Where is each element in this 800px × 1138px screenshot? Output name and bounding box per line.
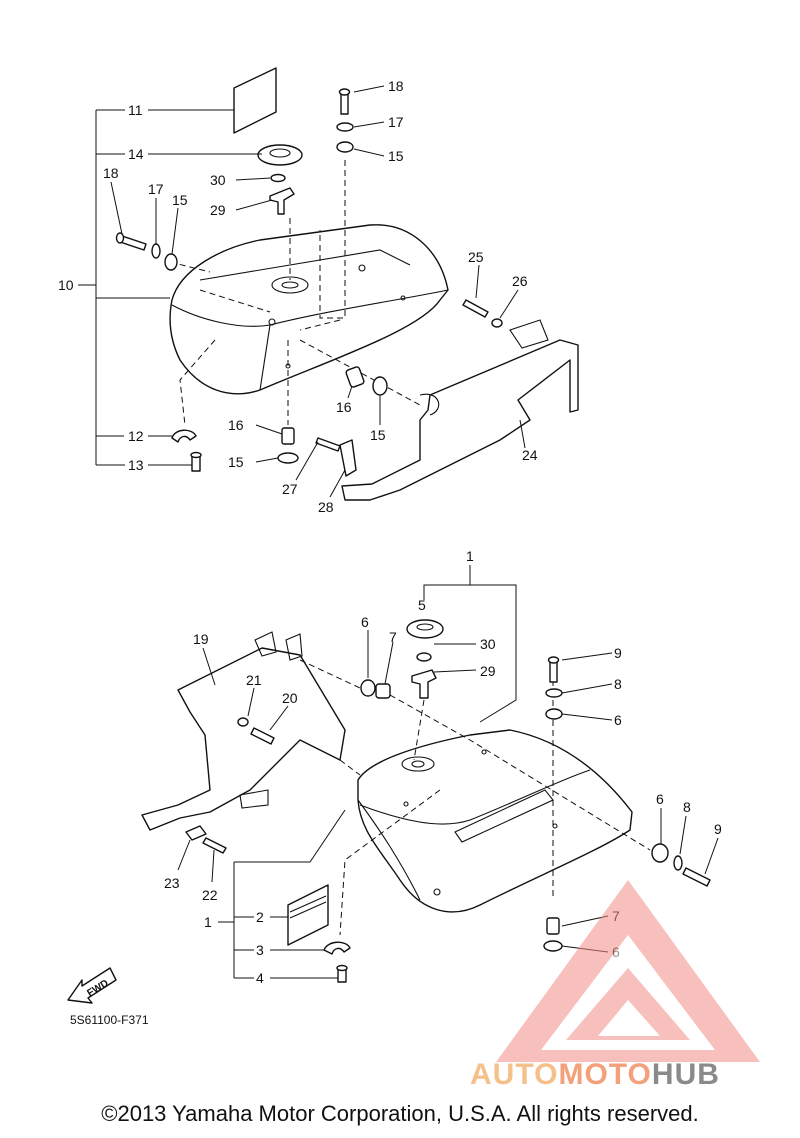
collar-part-7-b (546, 917, 560, 935)
callout-11: 11 (128, 102, 143, 118)
bottom-assembly (141, 619, 711, 983)
callout-18-left: 18 (103, 165, 119, 181)
bracket-part-23 (185, 825, 207, 841)
fuel-cap-part-14 (257, 144, 303, 166)
callout-17-left: 17 (148, 181, 164, 197)
grommet-part-6-c (651, 843, 669, 863)
grommet-part-15-c (372, 376, 388, 396)
callout-27: 27 (282, 481, 298, 497)
callout-15: 15 (388, 148, 404, 164)
watermark-text: AUTOMOTOHUB (470, 1058, 720, 1092)
callout-30: 30 (210, 172, 226, 188)
callout-25: 25 (468, 249, 484, 265)
washer-part-26 (491, 318, 503, 328)
fitting-part-29-b (411, 669, 437, 699)
grommet-part-15-b (277, 452, 299, 464)
grommet-part-6-b (545, 708, 563, 720)
callout-16: 16 (228, 417, 244, 433)
grommet-part-6-d (543, 940, 563, 952)
callout-15-left: 15 (172, 192, 188, 208)
watermark-hub: HUB (651, 1058, 720, 1091)
callout-16-b: 16 (336, 399, 352, 415)
bottom-leaders (177, 565, 719, 979)
callout-15-b: 15 (228, 454, 244, 470)
grommet-part-15-left (164, 253, 178, 271)
callout-6-c: 6 (656, 791, 664, 807)
callout-21: 21 (246, 672, 262, 688)
drawing-code: 5S61100-F371 (70, 1013, 149, 1027)
watermark-logo-icon (496, 880, 760, 1062)
grommet-part-6-a (360, 679, 376, 697)
callout-1-b: 1 (204, 914, 212, 930)
callout-15-c: 15 (370, 427, 386, 443)
top-callouts: 11 14 30 29 18 17 15 18 17 15 10 12 13 1… (58, 78, 538, 515)
collar-part-16-b (345, 366, 365, 388)
callout-22: 22 (202, 887, 218, 903)
collar-part-7-a (375, 683, 391, 699)
callout-18: 18 (388, 78, 404, 94)
copyright-notice: ©2013 Yamaha Motor Corporation, U.S.A. A… (101, 1101, 699, 1126)
bolt-part-25 (462, 299, 489, 318)
stay-part-24 (341, 339, 579, 501)
decal-part-11 (233, 67, 277, 134)
callout-23: 23 (164, 875, 180, 891)
watermark-moto: MOTO (558, 1058, 652, 1091)
callout-8-b: 8 (683, 799, 691, 815)
callout-14: 14 (128, 146, 144, 162)
washer-part-8-b (673, 855, 683, 871)
callout-10: 10 (58, 277, 74, 293)
clip-part-3 (323, 941, 351, 955)
callout-3: 3 (256, 942, 264, 958)
callout-4: 4 (256, 970, 264, 986)
washer-part-17 (336, 122, 354, 132)
callout-19: 19 (193, 631, 209, 647)
clip-part-12 (171, 429, 197, 443)
callout-5: 5 (418, 597, 426, 613)
bolt-part-22 (202, 837, 227, 854)
callout-6-b: 6 (614, 712, 622, 728)
callout-7-a: 7 (389, 629, 397, 645)
callout-1: 1 (466, 548, 474, 564)
callout-30-b: 30 (480, 636, 496, 652)
fuel-cap-part-5 (406, 619, 444, 639)
bracket-part-28 (339, 439, 357, 477)
callout-28: 28 (318, 499, 334, 515)
callout-12: 12 (128, 428, 144, 444)
stay-part-19 (141, 647, 346, 831)
callout-2: 2 (256, 909, 264, 925)
washer-part-21 (237, 717, 249, 727)
watermark-auto: AUTO (470, 1058, 559, 1091)
bottom-callouts: 1 5 30 29 6 7 9 8 6 19 21 20 6 8 9 23 22… (164, 548, 722, 986)
fitting-part-29 (269, 187, 295, 215)
callout-13: 13 (128, 457, 144, 473)
collar-part-16 (281, 427, 295, 445)
washer-part-8 (545, 688, 563, 698)
top-assembly (115, 67, 579, 501)
callout-26: 26 (512, 273, 528, 289)
callout-8: 8 (614, 676, 622, 692)
top-leaders (78, 85, 526, 498)
callout-29-b: 29 (480, 663, 496, 679)
callout-24: 24 (522, 447, 538, 463)
washer-part-30 (270, 173, 286, 183)
callout-9-b: 9 (714, 821, 722, 837)
callout-17: 17 (388, 114, 404, 130)
callout-20: 20 (282, 690, 298, 706)
bolt-part-27 (315, 437, 341, 452)
callout-29: 29 (210, 202, 226, 218)
saddlebag-tank-body (169, 224, 449, 395)
callout-6-a: 6 (361, 614, 369, 630)
bolt-part-9-b (682, 867, 711, 887)
grommet-part-15 (336, 141, 354, 153)
washer-part-17-left (151, 243, 161, 259)
decal-part-2 (287, 884, 329, 946)
saddlebag-tank-body-bottom (357, 729, 633, 913)
callout-9: 9 (614, 645, 622, 661)
washer-part-30-b (416, 652, 432, 662)
bolt-part-20 (250, 727, 275, 745)
fwd-arrow-icon: FWD (67, 967, 117, 1004)
